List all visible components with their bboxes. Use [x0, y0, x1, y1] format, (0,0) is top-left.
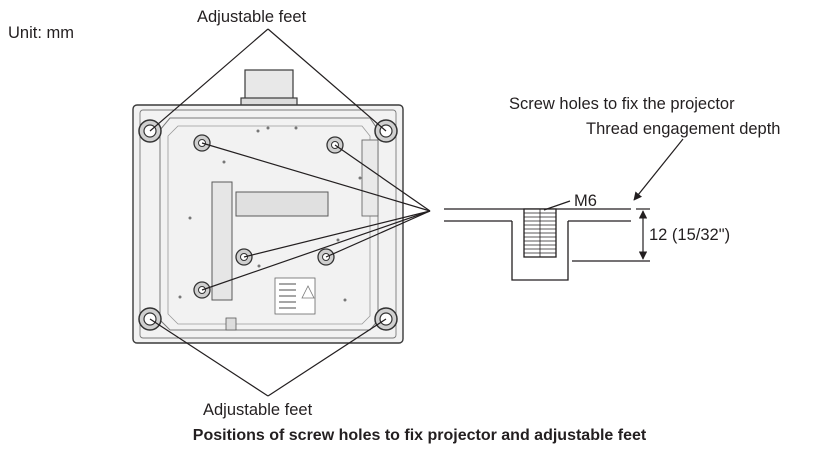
projector-body [132, 104, 404, 344]
screw-leader-lines [201, 142, 431, 291]
unit-label: Unit: mm [8, 24, 74, 42]
lens-protrusion [240, 69, 298, 109]
screw-holes-label: Screw holes to fix the projector [509, 95, 735, 113]
thread-depth-label: Thread engagement depth [586, 120, 781, 138]
thread-depth-dimension: 12 (15/32") [649, 226, 731, 244]
m6-leader-line [543, 200, 571, 211]
adjustable-feet-label-bottom: Adjustable feet [203, 401, 313, 419]
depth-dimension-lines [572, 208, 650, 262]
thread-size-label: M6 [574, 192, 597, 210]
thread-depth-arrow [633, 138, 684, 201]
figure-caption: Positions of screw holes to fix projecto… [192, 427, 647, 444]
adjustable-feet-label-top: Adjustable feet [197, 8, 307, 26]
screw-hole-cross-section [444, 208, 631, 281]
feet-leader-lines [149, 28, 387, 397]
